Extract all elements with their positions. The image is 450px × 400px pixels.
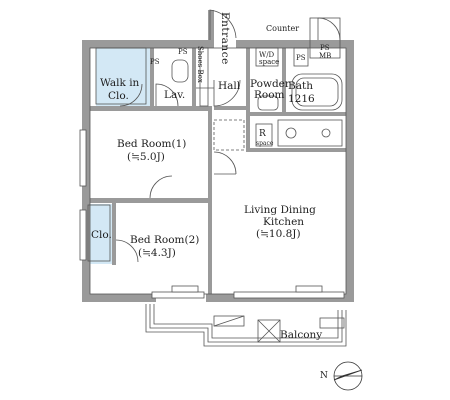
windows [79,129,345,299]
door-arcs [115,9,341,263]
ldk-label-1: Living Dining [244,204,316,216]
wd-space-label-bottom: space [259,58,280,66]
bath-label: Bath [288,80,313,92]
bed-room-1-label: Bed Room(1) [117,138,187,150]
ps-label-lav: PS [150,58,160,66]
bath-size-label: 1216 [288,93,315,105]
balcony-label: Balcony [280,329,323,341]
wd-space-label-top: W/D [259,51,275,59]
balcony-outline [145,304,347,347]
counter-label: Counter [266,24,300,33]
ldk-label-3: (≒10.8J) [256,228,301,240]
compass-north-label: N [320,371,328,381]
ps-label-wd: PS [296,54,306,62]
entrance-label: Entrance [219,12,231,65]
walk-in-label: Walk in [100,77,140,89]
compass [333,361,363,391]
ps-mb-label-top: PS [320,44,330,52]
shoes-box-label: Shoes Box [196,46,204,83]
hall-label: Hall [218,80,241,92]
bed-room-1-size: (≒5.0J) [127,151,165,163]
closet-label: Clo. [91,229,112,241]
walk-in-closet-fill [96,46,152,106]
lav-label: Lav. [164,89,186,101]
bed-room-2-size: (≒4.3J) [138,247,176,259]
ps-mb-label-bottom: MB [319,52,332,60]
closet-fill [88,204,112,264]
inner-walls [90,48,348,296]
walk-in-clo-label: Clo. [108,90,129,102]
thin-lines [87,17,347,295]
bed-room-2-label: Bed Room(2) [130,234,200,246]
powder-room-label-1: Powder [250,78,290,90]
powder-room-label-2: Room [254,89,285,101]
ps-label-box: PS [178,48,188,56]
r-space-label: R [259,129,266,139]
r-space-sub-label: space [256,140,274,147]
ldk-label-2: Kitchen [263,216,305,228]
